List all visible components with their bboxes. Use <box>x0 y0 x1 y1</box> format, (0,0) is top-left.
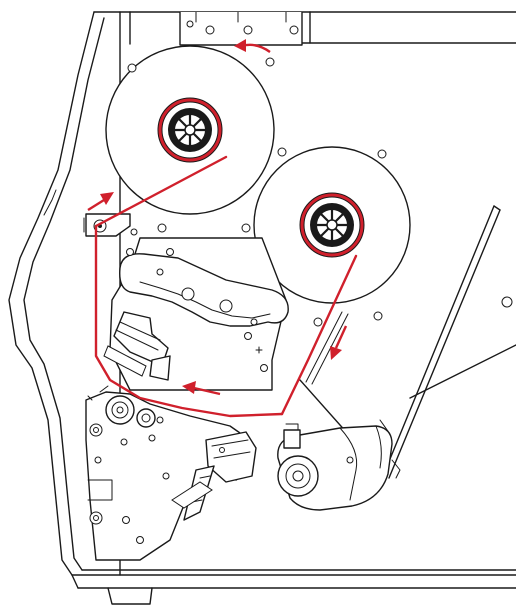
direction-arrow-icon <box>182 381 221 396</box>
direction-arrows <box>87 39 348 396</box>
print-head-assembly <box>103 237 289 391</box>
ribbon-supply-roll <box>105 45 287 233</box>
platen-roller-assembly <box>85 385 257 561</box>
ribbon-up-segment <box>280 254 358 416</box>
printer-frame <box>8 11 516 605</box>
ribbon-down-segment <box>94 224 284 418</box>
ribbon-unwind-segment <box>94 155 228 228</box>
direction-arrow-icon <box>330 325 348 360</box>
direction-arrow-icon <box>234 39 271 53</box>
ribbon-take-up-roll <box>253 146 411 327</box>
ribbon-path <box>94 155 358 418</box>
pinch-roller-assembly <box>277 419 401 511</box>
direction-arrow-icon <box>87 192 114 212</box>
